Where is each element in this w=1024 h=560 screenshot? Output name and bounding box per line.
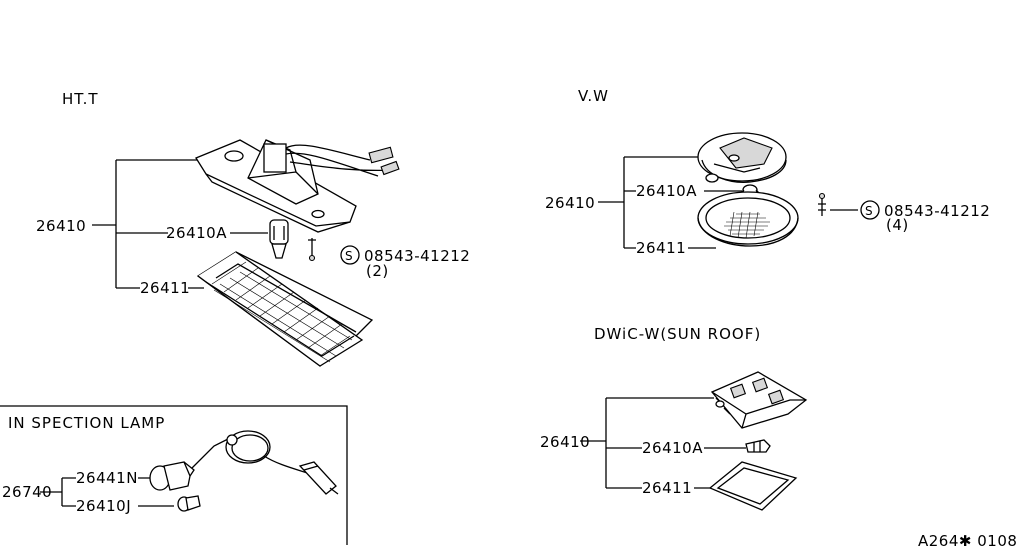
part-number-26410-htt: 26410 bbox=[36, 217, 86, 235]
screw-qty-htt: (2) bbox=[366, 262, 389, 280]
part-number-26411-sunroof: 26411 bbox=[642, 479, 692, 497]
screw-htt bbox=[308, 238, 316, 262]
lamp-housing-sunroof bbox=[710, 371, 808, 429]
leader-lines-vw bbox=[598, 156, 742, 249]
inspection-cable bbox=[191, 430, 317, 477]
figure-code: A264✱ 0108 bbox=[918, 532, 1017, 550]
section-vw: V.W 26410 26410A 26411 bbox=[545, 87, 990, 257]
inspection-socket bbox=[149, 461, 195, 491]
bulb-sunroof bbox=[745, 439, 771, 453]
inspection-frame bbox=[0, 405, 348, 545]
part-number-26410a-htt: 26410A bbox=[166, 224, 227, 242]
screw-part-number-vw: 08543-41212 bbox=[884, 202, 990, 220]
section-title-htt: HT.T bbox=[62, 90, 99, 108]
section-title-sunroof: DWiC-W(SUN ROOF) bbox=[594, 325, 761, 343]
section-htt: HT.T 26410 26410A 26411 bbox=[36, 90, 470, 367]
lens-vw bbox=[697, 191, 799, 247]
screw-qty-vw: (4) bbox=[886, 216, 909, 234]
lamp-housing-vw bbox=[697, 132, 787, 183]
leader-lines-sunroof bbox=[580, 397, 746, 489]
inspection-plug bbox=[298, 461, 339, 495]
screw-symbol-letter-vw: S bbox=[865, 204, 873, 218]
part-number-26410-vw: 26410 bbox=[545, 194, 595, 212]
section-title-inspection: IN SPECTION LAMP bbox=[8, 414, 165, 432]
leader-lines-inspection bbox=[40, 477, 174, 507]
part-number-26411-htt: 26411 bbox=[140, 279, 190, 297]
screw-vw bbox=[818, 192, 858, 216]
part-number-26441n: 26441N bbox=[76, 469, 138, 487]
part-number-26410j: 26410J bbox=[76, 497, 131, 515]
lens-sunroof bbox=[708, 461, 798, 511]
screw-symbol-letter-htt: S bbox=[345, 249, 353, 263]
part-number-26411-vw: 26411 bbox=[636, 239, 686, 257]
part-number-26410-sunroof: 26410 bbox=[540, 433, 590, 451]
screw-part-number-htt: 08543-41212 bbox=[364, 247, 470, 265]
screw-symbol-htt bbox=[340, 245, 360, 265]
screw-symbol-vw bbox=[860, 200, 880, 220]
section-inspection: IN SPECTION LAMP 26740 26441N 26410J bbox=[0, 405, 348, 545]
bulb-htt bbox=[269, 219, 289, 259]
section-sunroof: DWiC-W(SUN ROOF) 26410 26410A 26411 bbox=[540, 325, 808, 511]
leader-lines-htt-2 bbox=[188, 232, 268, 289]
leader-lines-htt bbox=[92, 159, 200, 289]
inspection-bulb bbox=[177, 495, 201, 512]
part-number-26410a-sunroof: 26410A bbox=[642, 439, 703, 457]
part-number-26740: 26740 bbox=[2, 483, 52, 501]
lamp-housing-htt bbox=[195, 139, 400, 233]
lens-tray-htt bbox=[196, 251, 374, 367]
part-number-26410a-vw: 26410A bbox=[636, 182, 697, 200]
section-title-vw: V.W bbox=[578, 87, 609, 105]
